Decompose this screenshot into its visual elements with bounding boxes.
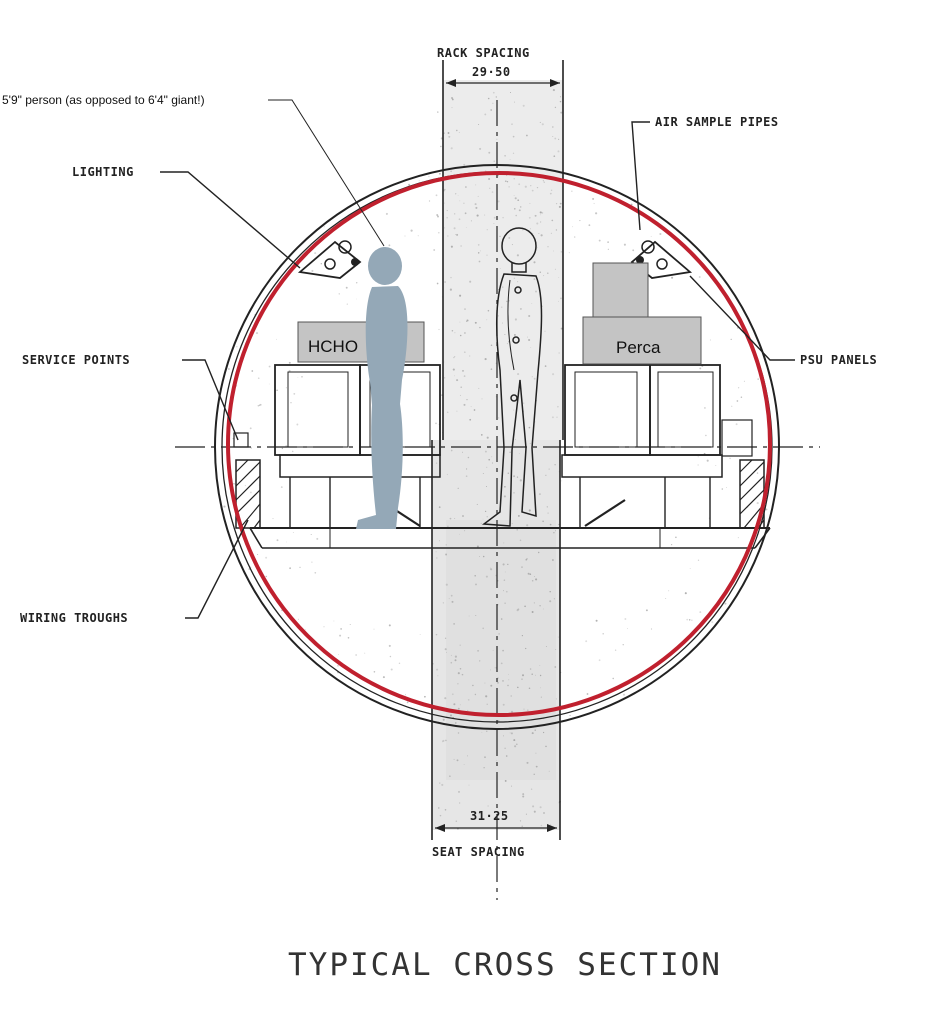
seat-spacing-dimension: 31·25 SEAT SPACING — [431, 440, 561, 859]
cabin-floor — [249, 527, 771, 549]
air-sample-pipes-label: AIR SAMPLE PIPES — [655, 115, 779, 129]
speckle-texture — [223, 89, 768, 830]
callout-leaders — [160, 99, 795, 619]
overlay-red-circle — [226, 171, 772, 717]
centerlines — [175, 100, 820, 900]
rack-spacing-label: RACK SPACING — [437, 46, 530, 60]
lighting-label: LIGHTING — [72, 165, 134, 179]
rack-spacing-dimension: RACK SPACING 29·50 — [437, 46, 564, 440]
psu-panels-label: PSU PANELS — [800, 353, 877, 367]
wiring-troughs-label: WIRING TROUGHS — [20, 611, 128, 625]
wiring-trough-left — [235, 459, 261, 529]
diagram-title: TYPICAL CROSS SECTION — [288, 947, 722, 983]
left-seat-row — [233, 364, 441, 528]
seat-spacing-label: SEAT SPACING — [432, 845, 525, 859]
person-height-annotation: 5'9" person (as opposed to 6'4" giant!) — [2, 93, 205, 107]
person-silhouette — [356, 247, 408, 529]
right-seat-row — [561, 364, 753, 528]
light-fixture-right — [630, 240, 693, 279]
sketched-person-figure — [481, 227, 543, 527]
service-points-label: SERVICE POINTS — [22, 353, 130, 367]
perca-instrument-box: Perca — [582, 262, 702, 365]
aisle-band — [432, 80, 563, 830]
hcho-box-label: HCHO — [308, 337, 358, 356]
light-fixture-left — [297, 240, 362, 279]
perca-box-label: Perca — [616, 338, 661, 357]
seat-spacing-value: 31·25 — [470, 809, 509, 823]
rack-spacing-value: 29·50 — [472, 65, 511, 79]
